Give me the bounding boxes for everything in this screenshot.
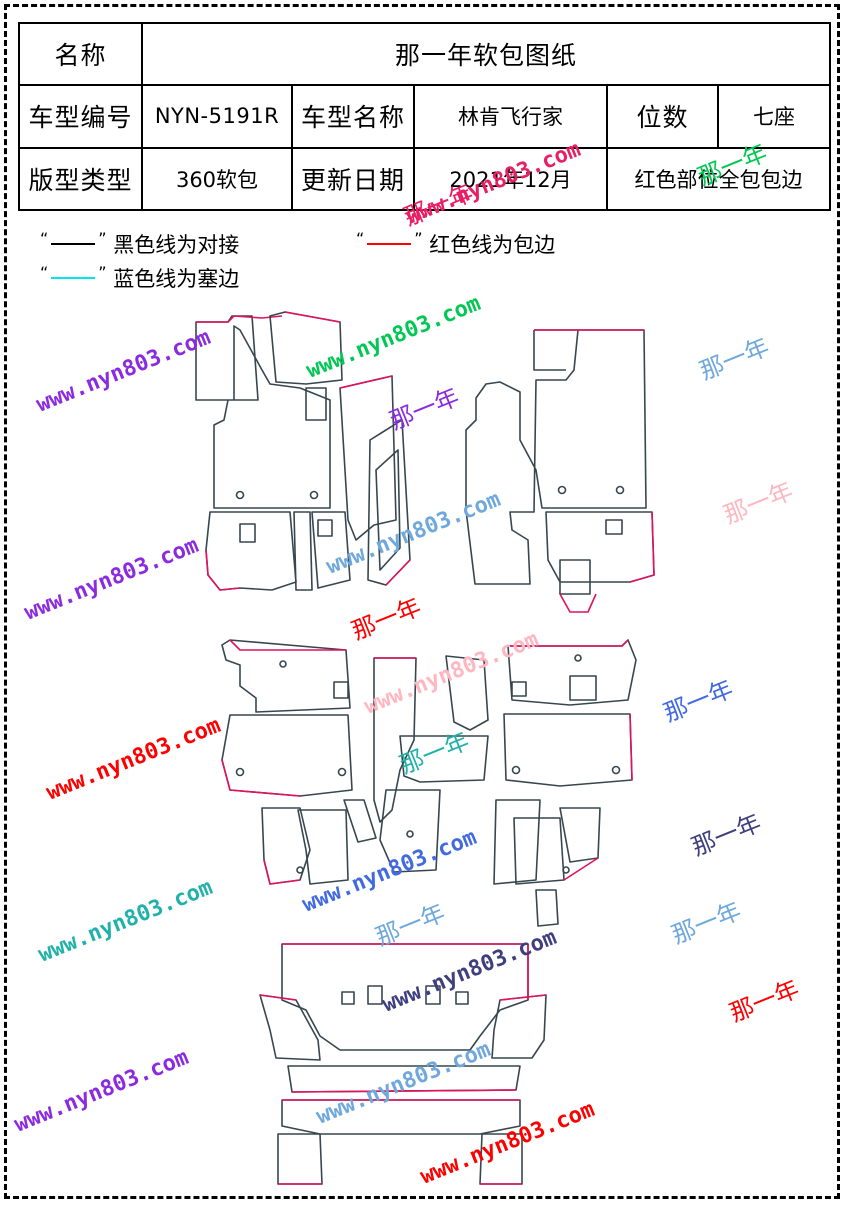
watermark-url: www.nyn803.com	[417, 1097, 598, 1190]
legend-red-text: 红色线为包边	[429, 233, 556, 257]
watermark-brand: 那一年	[668, 897, 745, 950]
model-code-value: NYN-5191R	[141, 84, 293, 149]
seats-label: 位数	[606, 84, 719, 149]
watermark-url: www.nyn803.com	[323, 487, 504, 580]
watermark-brand: 那一年	[400, 179, 477, 232]
watermark-brand: 那一年	[396, 727, 473, 780]
watermark-url: www.nyn803.com	[313, 1037, 494, 1130]
model-code-label: 车型编号	[18, 84, 143, 149]
front-right-floor-mat	[465, 329, 647, 585]
watermark-brand: 那一年	[348, 593, 425, 646]
blue-line-swatch	[51, 277, 96, 279]
watermark-url: www.nyn803.com	[21, 533, 202, 626]
note-value: 红色部位全包包边	[605, 146, 832, 212]
model-name-label: 车型名称	[291, 84, 415, 149]
info-table: 名称 那一年软包图纸 车型编号 NYN-5191R 车型名称 林肯飞行家 位数 …	[18, 21, 832, 212]
front-left-footwell	[205, 511, 351, 591]
watermark-brand: 那一年	[696, 333, 773, 386]
table-row: 版型类型 360软包 更新日期 2021年12月 红色部位全包包边	[18, 146, 832, 212]
name-value: 那一年软包图纸	[140, 21, 832, 87]
red-line-swatch	[367, 243, 412, 245]
name-label: 名称	[18, 21, 143, 87]
center-tunnel-strips	[339, 375, 411, 586]
third-row-main-mat	[281, 943, 529, 1051]
front-right-footwell	[545, 511, 655, 613]
trunk-strip	[287, 1065, 521, 1093]
third-row-side-pieces	[259, 994, 547, 1061]
legend-blue-text: 蓝色线为塞边	[113, 267, 240, 291]
black-line-swatch	[51, 243, 96, 245]
watermark-brand: 那一年	[694, 139, 771, 192]
type-value: 360软包	[141, 146, 293, 212]
model-name-value: 林肯飞行家	[413, 84, 608, 149]
front-left-floor-mat	[195, 311, 343, 509]
legend-black: “” 黑色线为对接	[40, 229, 240, 257]
table-row: 名称 那一年软包图纸	[18, 21, 832, 87]
table-row: 车型编号 NYN-5191R 车型名称 林肯飞行家 位数 七座	[18, 84, 832, 149]
watermark-brand: 那一年	[386, 383, 463, 436]
second-row-left-footwell	[261, 799, 377, 885]
trunk-main-mat	[277, 1099, 523, 1185]
date-value: 2021年12月	[413, 146, 608, 212]
watermark-brand: 那一年	[720, 477, 797, 530]
watermark-brand: 那一年	[660, 675, 737, 728]
watermark-brand: 那一年	[726, 975, 803, 1028]
legend-black-text: 黑色线为对接	[113, 233, 240, 257]
second-row-left-mat	[221, 639, 353, 797]
second-row-right-mat	[503, 639, 637, 787]
watermark-url: www.nyn803.com	[299, 825, 480, 918]
dashed-page-border	[4, 4, 840, 1199]
watermark-brand: 那一年	[688, 809, 765, 862]
seats-value: 七座	[716, 84, 832, 149]
type-label: 版型类型	[18, 146, 143, 212]
watermark-url: www.nyn803.com	[35, 875, 216, 968]
center-console-strip	[373, 655, 489, 873]
watermark-url: www.nyn803.com	[43, 713, 224, 806]
watermark-layer: www.nyn803.com www.nyn803.com www.nyn803…	[11, 137, 803, 1190]
legend-red: “” 红色线为包边	[356, 229, 556, 257]
second-row-right-footwell	[493, 799, 601, 927]
watermark-url: www.nyn803.com	[303, 291, 484, 384]
watermark-url: www.nyn803.com	[11, 1045, 192, 1138]
date-label: 更新日期	[291, 146, 415, 212]
legend-blue: “” 蓝色线为塞边	[40, 263, 240, 291]
watermark-url: www.nyn803.com	[33, 325, 214, 418]
